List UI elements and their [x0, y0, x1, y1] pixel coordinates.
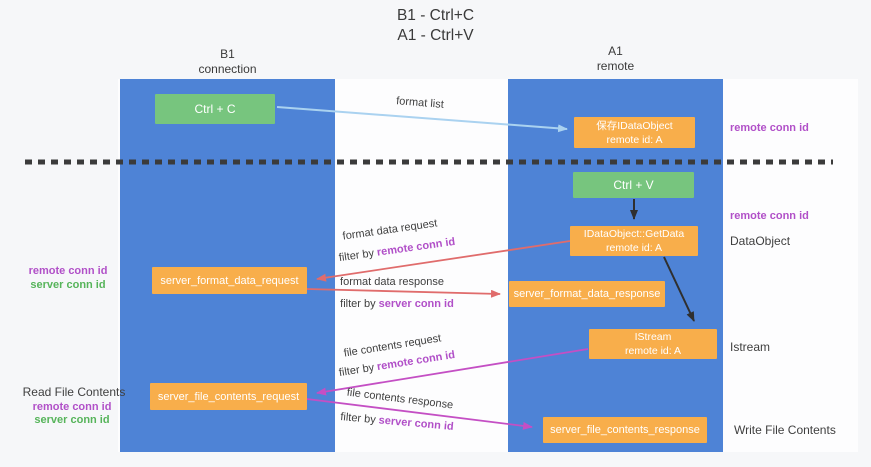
node-istream-line2: remote id: A — [624, 345, 682, 357]
lane-header-b1-connection: B1 connection — [120, 47, 335, 77]
node-file-response-label: server_file_contents_response — [550, 424, 700, 436]
label-server-conn-id-left-1: server conn id — [30, 279, 106, 291]
node-format-request-label: server_format_data_request — [160, 274, 299, 287]
server-conn-id-text: server conn id — [378, 298, 454, 310]
label-group-conn-ids-format: remote conn id server conn id — [18, 264, 118, 292]
label-remote-conn-id-left-2: remote conn id — [32, 401, 112, 413]
label-read-file-contents: Read File Contents — [22, 385, 126, 399]
label-group-conn-ids-file: remote conn id server conn id — [22, 401, 122, 427]
node-ctrl-v-label: Ctrl + V — [613, 178, 654, 192]
lane-b1-name: B1 — [220, 47, 235, 61]
node-ctrl-c-label: Ctrl + C — [194, 102, 236, 116]
node-ctrl-v: Ctrl + V — [573, 172, 694, 198]
label-remote-conn-id-middle: remote conn id — [730, 210, 809, 222]
node-server-format-data-request: server_format_data_request — [152, 267, 307, 294]
label-istream: Istream — [730, 340, 771, 354]
node-format-response-label: server_format_data_response — [513, 288, 661, 300]
title-line-2: A1 - Ctrl+V — [397, 27, 474, 44]
lane-header-a1-remote: A1 remote — [508, 44, 723, 74]
node-file-request-label: server_file_contents_request — [157, 390, 300, 403]
node-server-file-contents-response: server_file_contents_response — [543, 417, 707, 443]
diagram-title: B1 - Ctrl+C A1 - Ctrl+V — [0, 6, 871, 46]
label-dataobject: DataObject — [730, 234, 791, 248]
label-remote-conn-id-left-1: remote conn id — [28, 265, 108, 277]
node-server-file-contents-request: server_file_contents_request — [150, 383, 307, 410]
node-save-idataobject: 保存IDataObject remote id: A — [574, 117, 695, 148]
label-write-file-contents: Write File Contents — [734, 423, 836, 437]
node-ctrl-c: Ctrl + C — [155, 94, 275, 124]
lane-a1-name: A1 — [608, 44, 623, 58]
node-getdata-line2: remote id: A — [605, 242, 663, 254]
node-save-idataobject-line1: 保存IDataObject — [596, 119, 673, 132]
node-istream-line1: IStream — [634, 331, 672, 343]
node-istream: IStream remote id: A — [589, 329, 717, 359]
flow-label-format-data-response: format data response — [340, 276, 444, 288]
lane-b1-subtitle: connection — [198, 62, 257, 76]
label-remote-conn-id-top: remote conn id — [730, 122, 809, 134]
node-getdata-line1: IDataObject::GetData — [583, 228, 685, 240]
node-save-idataobject-line2: remote id: A — [606, 133, 663, 146]
label-server-conn-id-left-2: server conn id — [34, 414, 110, 426]
node-server-format-data-response: server_format_data_response — [509, 281, 665, 307]
lane-a1-subtitle: remote — [596, 59, 635, 73]
node-idataobject-getdata: IDataObject::GetData remote id: A — [570, 226, 698, 256]
filter-by-text: filter by — [340, 298, 376, 310]
title-line-1: B1 - Ctrl+C — [396, 7, 475, 24]
